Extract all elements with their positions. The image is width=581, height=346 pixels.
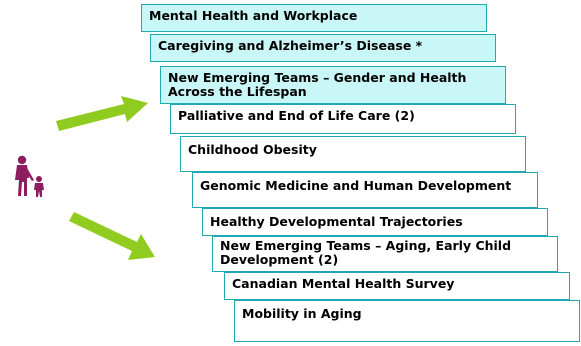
item-label: Palliative and End of Life Care (2) — [178, 108, 415, 123]
item-box-5: Genomic Medicine and Human Development — [192, 172, 538, 208]
item-label: Healthy Developmental Trajectories — [210, 214, 463, 229]
item-box-3: Palliative and End of Life Care (2) — [170, 104, 516, 134]
item-label: Childhood Obesity — [188, 142, 317, 157]
item-box-1: Caregiving and Alzheimer’s Disease * — [150, 34, 496, 62]
item-label: New Emerging Teams – Gender and Health A… — [168, 70, 467, 99]
item-box-9: Mobility in Aging — [234, 300, 580, 342]
item-box-6: Healthy Developmental Trajectories — [202, 208, 548, 236]
item-box-2: New Emerging Teams – Gender and Health A… — [160, 66, 506, 104]
item-label: New Emerging Teams – Aging, Early Child … — [220, 238, 512, 267]
item-label: Mental Health and Workplace — [149, 8, 358, 23]
item-label: Caregiving and Alzheimer’s Disease * — [158, 38, 423, 53]
item-box-8: Canadian Mental Health Survey — [224, 272, 570, 300]
item-box-7: New Emerging Teams – Aging, Early Child … — [212, 236, 558, 272]
item-label: Mobility in Aging — [242, 306, 362, 321]
item-box-0: Mental Health and Workplace — [141, 4, 487, 32]
item-box-4: Childhood Obesity — [180, 136, 526, 172]
item-label: Canadian Mental Health Survey — [232, 276, 455, 291]
item-label: Genomic Medicine and Human Development — [200, 178, 512, 193]
